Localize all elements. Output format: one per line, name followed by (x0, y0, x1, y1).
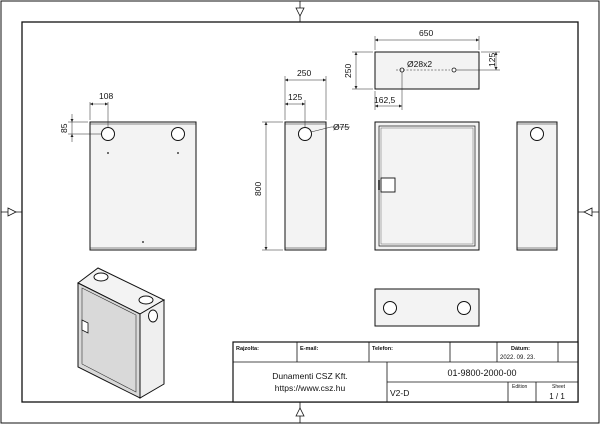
isometric-view (77, 267, 166, 399)
title-sheet-value: 1 / 1 (549, 392, 565, 401)
right-side-view (516, 121, 558, 251)
title-website: https://www.csz.hu (275, 383, 346, 393)
dim-top-hole-spec: Ø28x2 (407, 59, 432, 69)
title-phone-label: Telefon: (372, 346, 393, 352)
side-view (262, 76, 350, 251)
dim-top-width: 650 (419, 28, 433, 38)
title-drawn-label: Rajzolta: (236, 346, 259, 352)
title-part-name: V2-D (390, 388, 409, 398)
dim-side-hole-offset: 125 (288, 92, 302, 102)
top-view (352, 36, 500, 110)
title-company: Dunamenti CSZ Kft. (272, 371, 348, 381)
dim-side-hole-dia: Ø75 (333, 122, 349, 132)
title-date-value: 2022. 09. 23. (500, 355, 535, 361)
title-block (232, 341, 579, 403)
front-view (374, 121, 480, 251)
dim-top-hole-offset-left: 162,5 (374, 95, 396, 105)
title-sheet-label: Sheet (552, 384, 566, 390)
bottom-view (374, 288, 480, 327)
dim-top-hole-offset-right: 125 (487, 53, 497, 67)
title-email-label: E-mail: (300, 346, 319, 352)
back-view (68, 102, 197, 251)
dim-height: 800 (253, 182, 263, 196)
dim-top-depth: 250 (343, 64, 353, 78)
title-drawing-number: 01-9800-2000-00 (447, 368, 516, 378)
title-date-label: Dátum: (511, 346, 530, 352)
dim-back-hole-y: 85 (59, 123, 69, 133)
dim-back-hole-x: 108 (99, 91, 113, 101)
door-lock (380, 177, 396, 193)
title-edition-label: Edition (512, 384, 528, 390)
dim-side-width: 250 (297, 68, 311, 78)
